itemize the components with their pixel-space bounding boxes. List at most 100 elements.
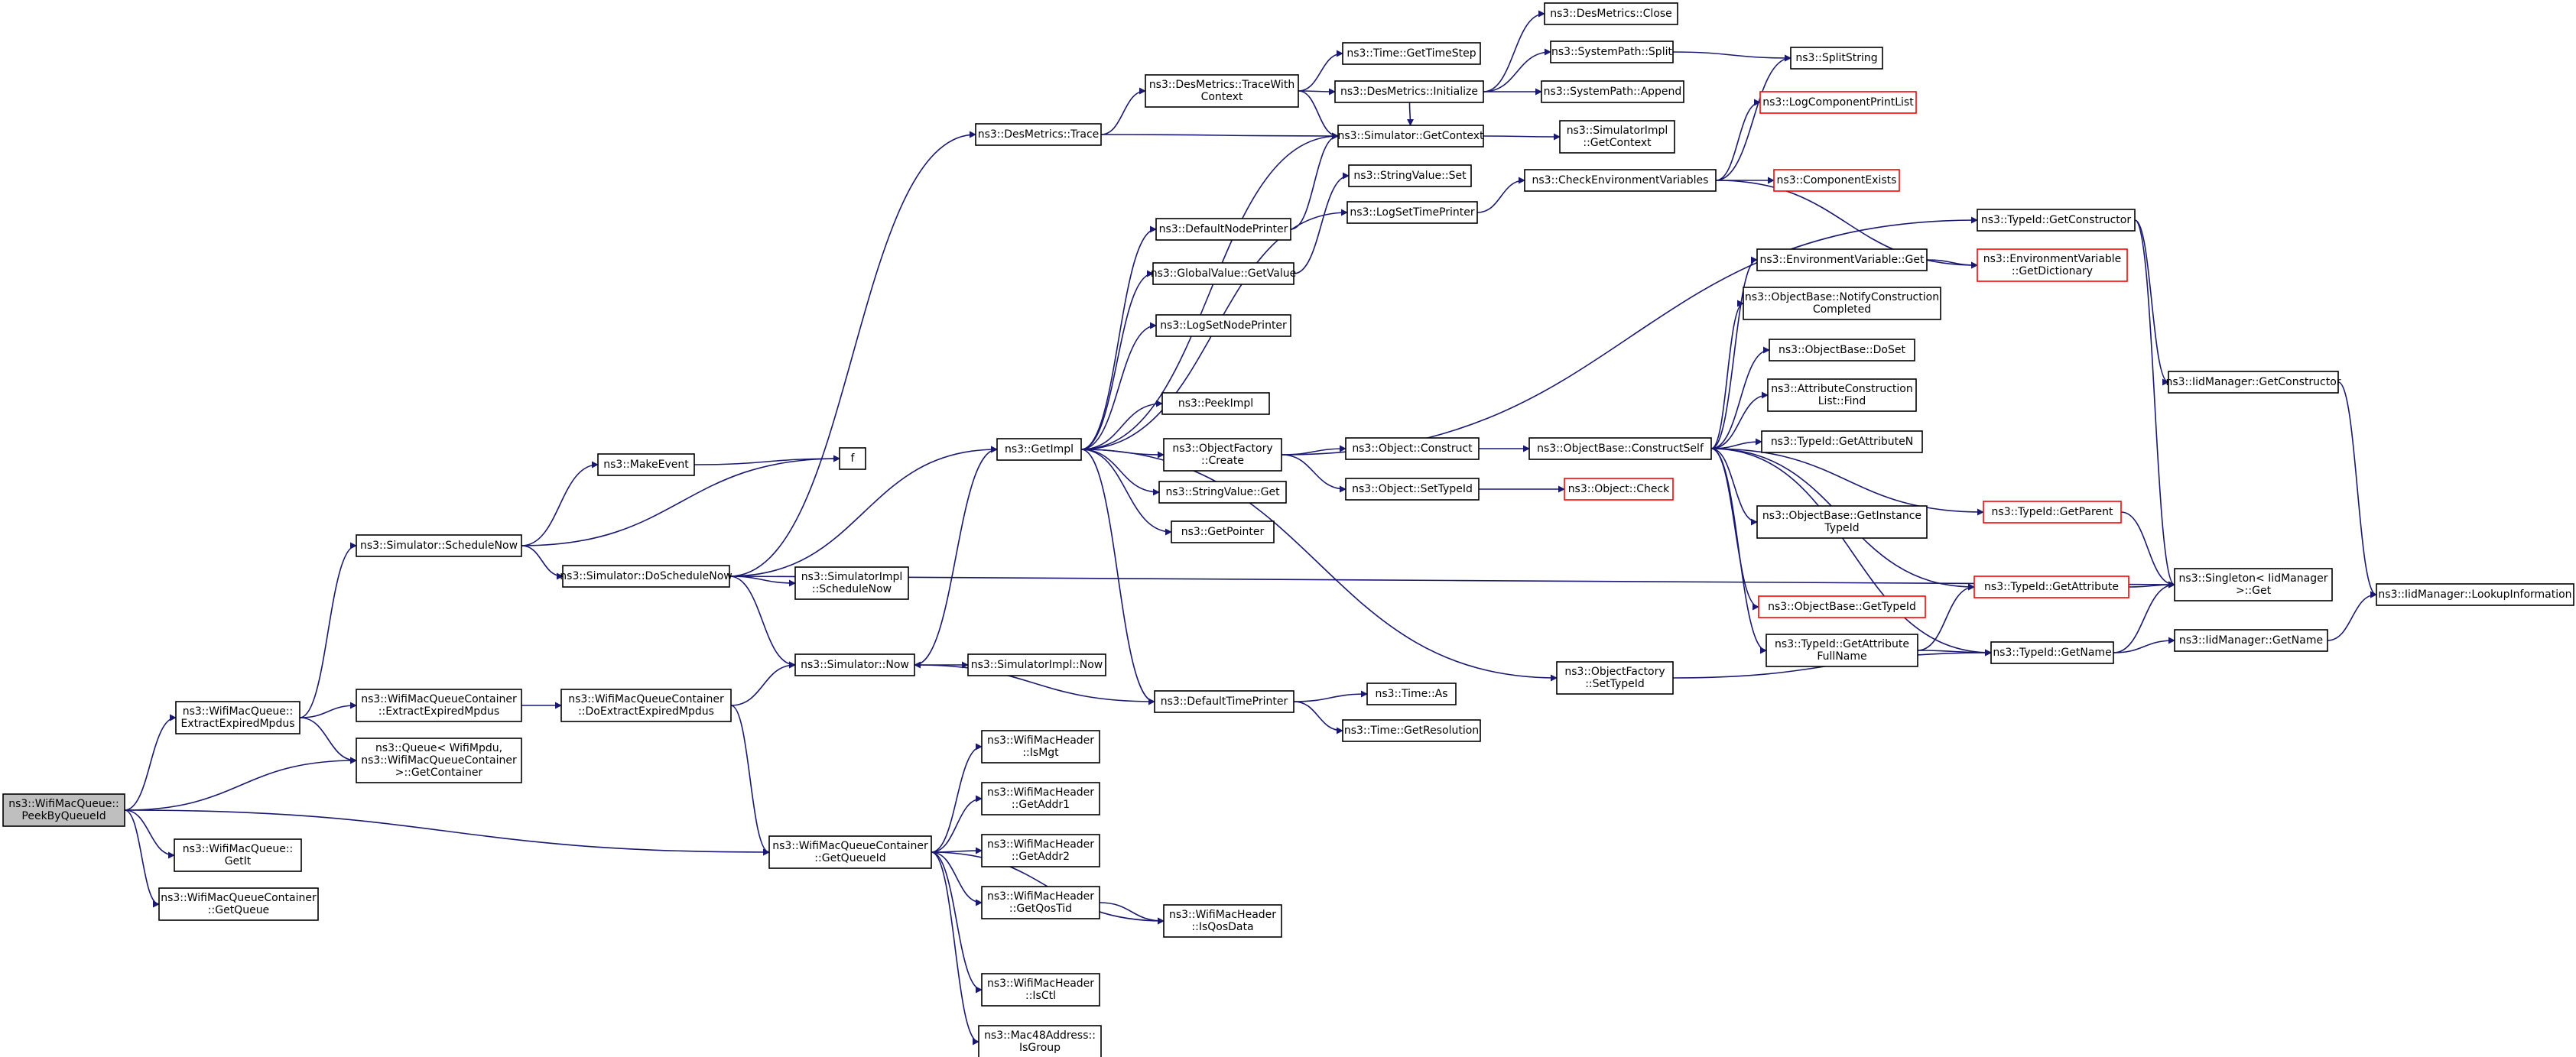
node-ns3-defaulttimeprinter[interactable]: ns3::DefaultTimePrinter	[1154, 690, 1294, 713]
node-box[interactable]	[2376, 583, 2574, 606]
node-ns3-typeid-getattributen[interactable]: ns3::TypeId::GetAttributeN	[1761, 430, 1923, 453]
node-ns3-simulatorimpl-schedulenow[interactable]: ns3::SimulatorImpl::ScheduleNow	[794, 566, 909, 600]
node-ns3-time-as[interactable]: ns3::Time::As	[1366, 683, 1457, 705]
node-box[interactable]	[356, 738, 522, 783]
node-box[interactable]	[1163, 904, 1282, 938]
node-box[interactable]	[1342, 719, 1481, 742]
node-ns3-wifimacqueuecontainer-getqueueid[interactable]: ns3::WifiMacQueueContainer::GetQueueId	[768, 835, 932, 869]
node-ns3-object-check[interactable]: ns3::Object::Check	[1564, 478, 1674, 501]
node-box[interactable]	[562, 565, 730, 588]
node-ns3-wifimacheader-isqosdata[interactable]: ns3::WifiMacHeader::IsQosData	[1163, 904, 1282, 938]
node-box[interactable]	[981, 834, 1100, 867]
node-box[interactable]	[1346, 201, 1478, 224]
node-ns3-wifimacheader-getaddr1[interactable]: ns3::WifiMacHeader::GetAddr1	[981, 782, 1100, 815]
node-ns3-objectbase-doset[interactable]: ns3::ObjectBase::DoSet	[1769, 339, 1915, 362]
node-ns3-desmetrics-close[interactable]: ns3::DesMetrics::Close	[1544, 2, 1678, 25]
node-box[interactable]	[996, 438, 1082, 461]
node-box[interactable]	[1541, 80, 1684, 103]
node-ns3-logsettimeprinter[interactable]: ns3::LogSetTimePrinter	[1346, 201, 1478, 224]
node-ns3-systempath-append[interactable]: ns3::SystemPath::Append	[1541, 80, 1684, 103]
node-box[interactable]	[1758, 595, 1926, 618]
node-box[interactable]	[1983, 501, 2122, 524]
node-ns3-objectbase-constructself[interactable]: ns3::ObjectBase::ConstructSelf	[1528, 437, 1712, 460]
node-box[interactable]	[981, 730, 1100, 764]
node-box[interactable]	[1790, 47, 1883, 70]
node-ns3-environmentvariable-get[interactable]: ns3::EnvironmentVariable::Get	[1756, 248, 1928, 271]
node-box[interactable]	[1756, 505, 1928, 539]
node-ns3-wifimacheader-getqostid[interactable]: ns3::WifiMacHeader::GetQosTid	[981, 886, 1100, 919]
node-ns3-time-getresolution[interactable]: ns3::Time::GetResolution	[1342, 719, 1481, 742]
node-ns3-systempath-split[interactable]: ns3::SystemPath::Split	[1550, 41, 1674, 63]
node-ns3-mac48address-isgroup[interactable]: ns3::Mac48Address::IsGroup	[978, 1025, 1102, 1057]
node-ns3-globalvalue-getvalue[interactable]: ns3::GlobalValue::GetValue	[1151, 262, 1296, 285]
node-box[interactable]	[1155, 218, 1291, 241]
node-ns3-checkenvironmentvariables[interactable]: ns3::CheckEnvironmentVariables	[1524, 169, 1717, 192]
node-box[interactable]	[158, 887, 319, 921]
node-box[interactable]	[560, 689, 732, 722]
node-box[interactable]	[597, 453, 695, 476]
node-ns3-singleton-iidmanager-get[interactable]: ns3::Singleton< IidManager>::Get	[2174, 568, 2333, 601]
node-box[interactable]	[1769, 339, 1915, 362]
node-box[interactable]	[1163, 438, 1282, 472]
node-ns3-simulator-doschedulenow[interactable]: ns3::Simulator::DoScheduleNow	[560, 565, 733, 588]
node-ns3-typeid-getconstructor[interactable]: ns3::TypeId::GetConstructor	[1977, 209, 2136, 232]
node-box[interactable]	[1154, 690, 1294, 713]
node-ns3-simulator-getcontext[interactable]: ns3::Simulator::GetContext	[1337, 125, 1484, 148]
node-box[interactable]	[1766, 634, 1918, 667]
node-ns3-makeevent[interactable]: ns3::MakeEvent	[597, 453, 695, 476]
node-ns3-logsetnodeprinter[interactable]: ns3::LogSetNodePrinter	[1155, 314, 1291, 337]
node-box[interactable]	[174, 838, 302, 872]
node-box[interactable]	[1161, 392, 1270, 415]
node-ns3-typeid-getparent[interactable]: ns3::TypeId::GetParent	[1983, 501, 2122, 524]
node-box[interactable]	[175, 701, 300, 734]
node-ns3-logcomponentprintlist[interactable]: ns3::LogComponentPrintList	[1759, 91, 1917, 114]
node-box[interactable]	[1761, 430, 1923, 453]
node-box[interactable]	[1973, 576, 2129, 598]
node-ns3-environmentvariable-getdictionary[interactable]: ns3::EnvironmentVariable::GetDictionary	[1977, 248, 2128, 282]
node-ns3-typeid-getname[interactable]: ns3::TypeId::GetName	[1990, 641, 2114, 664]
node-ns3-wifimacheader-getaddr2[interactable]: ns3::WifiMacHeader::GetAddr2	[981, 834, 1100, 867]
node-box[interactable]	[978, 1025, 1102, 1057]
node-ns3-defaultnodeprinter[interactable]: ns3::DefaultNodePrinter	[1155, 218, 1291, 241]
node-ns3-peekimpl[interactable]: ns3::PeekImpl	[1161, 392, 1270, 415]
node-box[interactable]	[356, 534, 522, 557]
node-ns3-objectbase-gettypeid[interactable]: ns3::ObjectBase::GetTypeId	[1758, 595, 1926, 618]
node-box[interactable]	[1524, 169, 1717, 192]
node-ns3-iidmanager-getname[interactable]: ns3::IidManager::GetName	[2174, 629, 2328, 652]
node-box[interactable]	[1152, 262, 1294, 285]
node-ns3-queue-wifimpdu-ns3-wifimacqueuecontainer-getcontainer[interactable]: ns3::Queue< WifiMpdu,ns3::WifiMacQueueCo…	[356, 738, 522, 783]
node-ns3-wifimacqueuecontainer-doextractexpiredmpdus[interactable]: ns3::WifiMacQueueContainer::DoExtractExp…	[560, 689, 732, 722]
node-box[interactable]	[1756, 248, 1928, 271]
node-ns3-time-gettimestep[interactable]: ns3::Time::GetTimeStep	[1342, 42, 1481, 65]
node-ns3-wifimacqueue-extractexpiredmpdus[interactable]: ns3::WifiMacQueue::ExtractExpiredMpdus	[175, 701, 300, 734]
node-ns3-stringvalue-set[interactable]: ns3::StringValue::Set	[1348, 164, 1472, 187]
node-box[interactable]	[1564, 478, 1674, 501]
node-box[interactable]	[1158, 481, 1287, 504]
node-box[interactable]	[794, 566, 909, 600]
node-box[interactable]	[1544, 2, 1678, 25]
node-box[interactable]	[1759, 91, 1917, 114]
node-box[interactable]	[1550, 41, 1674, 63]
node-ns3-object-settypeid[interactable]: ns3::Object::SetTypeId	[1345, 478, 1480, 501]
node-ns3-simulator-now[interactable]: ns3::Simulator::Now	[794, 653, 915, 676]
node-box[interactable]	[1773, 169, 1900, 192]
node-box[interactable]	[1556, 661, 1674, 695]
node-ns3-desmetrics-initialize[interactable]: ns3::DesMetrics::Initialize	[1334, 80, 1484, 103]
node-ns3-wifimacqueuecontainer-extractexpiredmpdus[interactable]: ns3::WifiMacQueueContainer::ExtractExpir…	[356, 689, 522, 722]
node-box[interactable]	[1345, 478, 1480, 501]
node-box[interactable]	[967, 653, 1106, 676]
node-box[interactable]	[1348, 164, 1472, 187]
node-box[interactable]	[2174, 568, 2333, 601]
node-ns3-desmetrics-trace[interactable]: ns3::DesMetrics::Trace	[975, 123, 1102, 146]
node-box[interactable]	[981, 886, 1100, 919]
node-ns3-objectbase-notifyconstruction-completed[interactable]: ns3::ObjectBase::NotifyConstructionCompl…	[1743, 287, 1941, 320]
node-box[interactable]	[1990, 641, 2114, 664]
node-ns3-getimpl[interactable]: ns3::GetImpl	[996, 438, 1082, 461]
node-ns3-objectfactory-settypeid[interactable]: ns3::ObjectFactory::SetTypeId	[1556, 661, 1674, 695]
node-box[interactable]	[794, 653, 915, 676]
node-ns3-wifimacheader-ismgt[interactable]: ns3::WifiMacHeader::IsMgt	[981, 730, 1100, 764]
node-box[interactable]	[1366, 683, 1457, 705]
node-box[interactable]	[356, 689, 522, 722]
